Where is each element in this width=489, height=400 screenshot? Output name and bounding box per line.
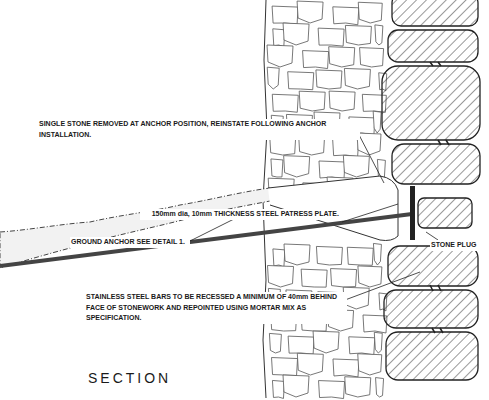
rubble-stone bbox=[267, 45, 293, 67]
rubble-stone bbox=[375, 25, 383, 45]
rubble-stone bbox=[358, 354, 382, 375]
rubble-stone bbox=[373, 111, 381, 133]
rubble-stone bbox=[268, 266, 294, 287]
section-title: SECTION bbox=[88, 370, 171, 386]
rubble-stone bbox=[319, 161, 345, 179]
rubble-stone bbox=[318, 28, 344, 46]
rubble-stone bbox=[267, 67, 279, 89]
rubble-stone bbox=[374, 332, 382, 353]
grout-bulb bbox=[0, 188, 275, 268]
rubble-stone bbox=[288, 72, 314, 90]
rubble-stone bbox=[288, 336, 314, 354]
rubble-stone bbox=[316, 70, 342, 89]
rubble-stone bbox=[273, 29, 285, 47]
rubble-stone bbox=[360, 48, 384, 67]
note-text: SINGLE STONE REMOVED AT ANCHOR POSITION,… bbox=[38, 119, 360, 140]
rubble-stone bbox=[272, 6, 298, 24]
rubble-stone bbox=[345, 25, 371, 45]
rubble-stone bbox=[272, 380, 284, 398]
rubble-stone bbox=[333, 359, 359, 377]
rubble-stone bbox=[316, 246, 342, 265]
rubble-stone bbox=[345, 377, 371, 397]
rubble-stone bbox=[284, 156, 310, 177]
rubble-stone bbox=[283, 23, 309, 45]
rubble-stone bbox=[333, 139, 359, 157]
rubble-stone bbox=[271, 159, 283, 177]
rubble-stone bbox=[297, 353, 323, 375]
rubble-stone bbox=[376, 378, 384, 397]
rubble-stone bbox=[347, 247, 373, 265]
rubble-stone bbox=[343, 155, 369, 177]
rubble-stone bbox=[358, 266, 382, 287]
rubble-stone bbox=[283, 375, 309, 397]
note-text: STAINLESS STEEL BARS TO BE RECESSED A MI… bbox=[85, 292, 347, 324]
rubble-stone bbox=[363, 315, 387, 333]
rubble-stone bbox=[284, 244, 310, 265]
rubble-stone bbox=[344, 68, 370, 89]
patress-plate bbox=[410, 186, 415, 240]
rubble-stone bbox=[297, 1, 323, 23]
rubble-stone bbox=[329, 47, 355, 67]
rubble-stone bbox=[272, 94, 298, 112]
note-text: 150mm dia, 10mm THICKNESS STEEL PATRESS … bbox=[140, 209, 340, 220]
mortar-joints bbox=[430, 62, 449, 333]
rubble-stone bbox=[299, 91, 325, 111]
rubble-stone bbox=[373, 243, 381, 265]
rubble-stone bbox=[377, 159, 385, 177]
rubble-stone bbox=[357, 133, 381, 155]
rubble-stone bbox=[331, 269, 357, 287]
ground-anchor-bar bbox=[0, 214, 412, 266]
part-label: STONE PLUG bbox=[430, 240, 486, 251]
rubble-stone bbox=[269, 333, 281, 353]
rubble-stone bbox=[273, 249, 285, 267]
rubble-stone bbox=[358, 2, 382, 23]
note-text: GROUND ANCHOR SEE DETAIL 1. bbox=[70, 237, 190, 248]
rubble-stone bbox=[329, 91, 355, 111]
rubble-stone bbox=[333, 7, 359, 25]
rubble-stone bbox=[343, 287, 369, 309]
rubble-stone bbox=[319, 381, 345, 399]
rubble-stone bbox=[349, 337, 375, 355]
rubble-stone bbox=[301, 269, 327, 287]
rubble-stone bbox=[272, 358, 298, 376]
rubble-stone bbox=[313, 331, 339, 353]
rubble-stone bbox=[303, 51, 329, 69]
